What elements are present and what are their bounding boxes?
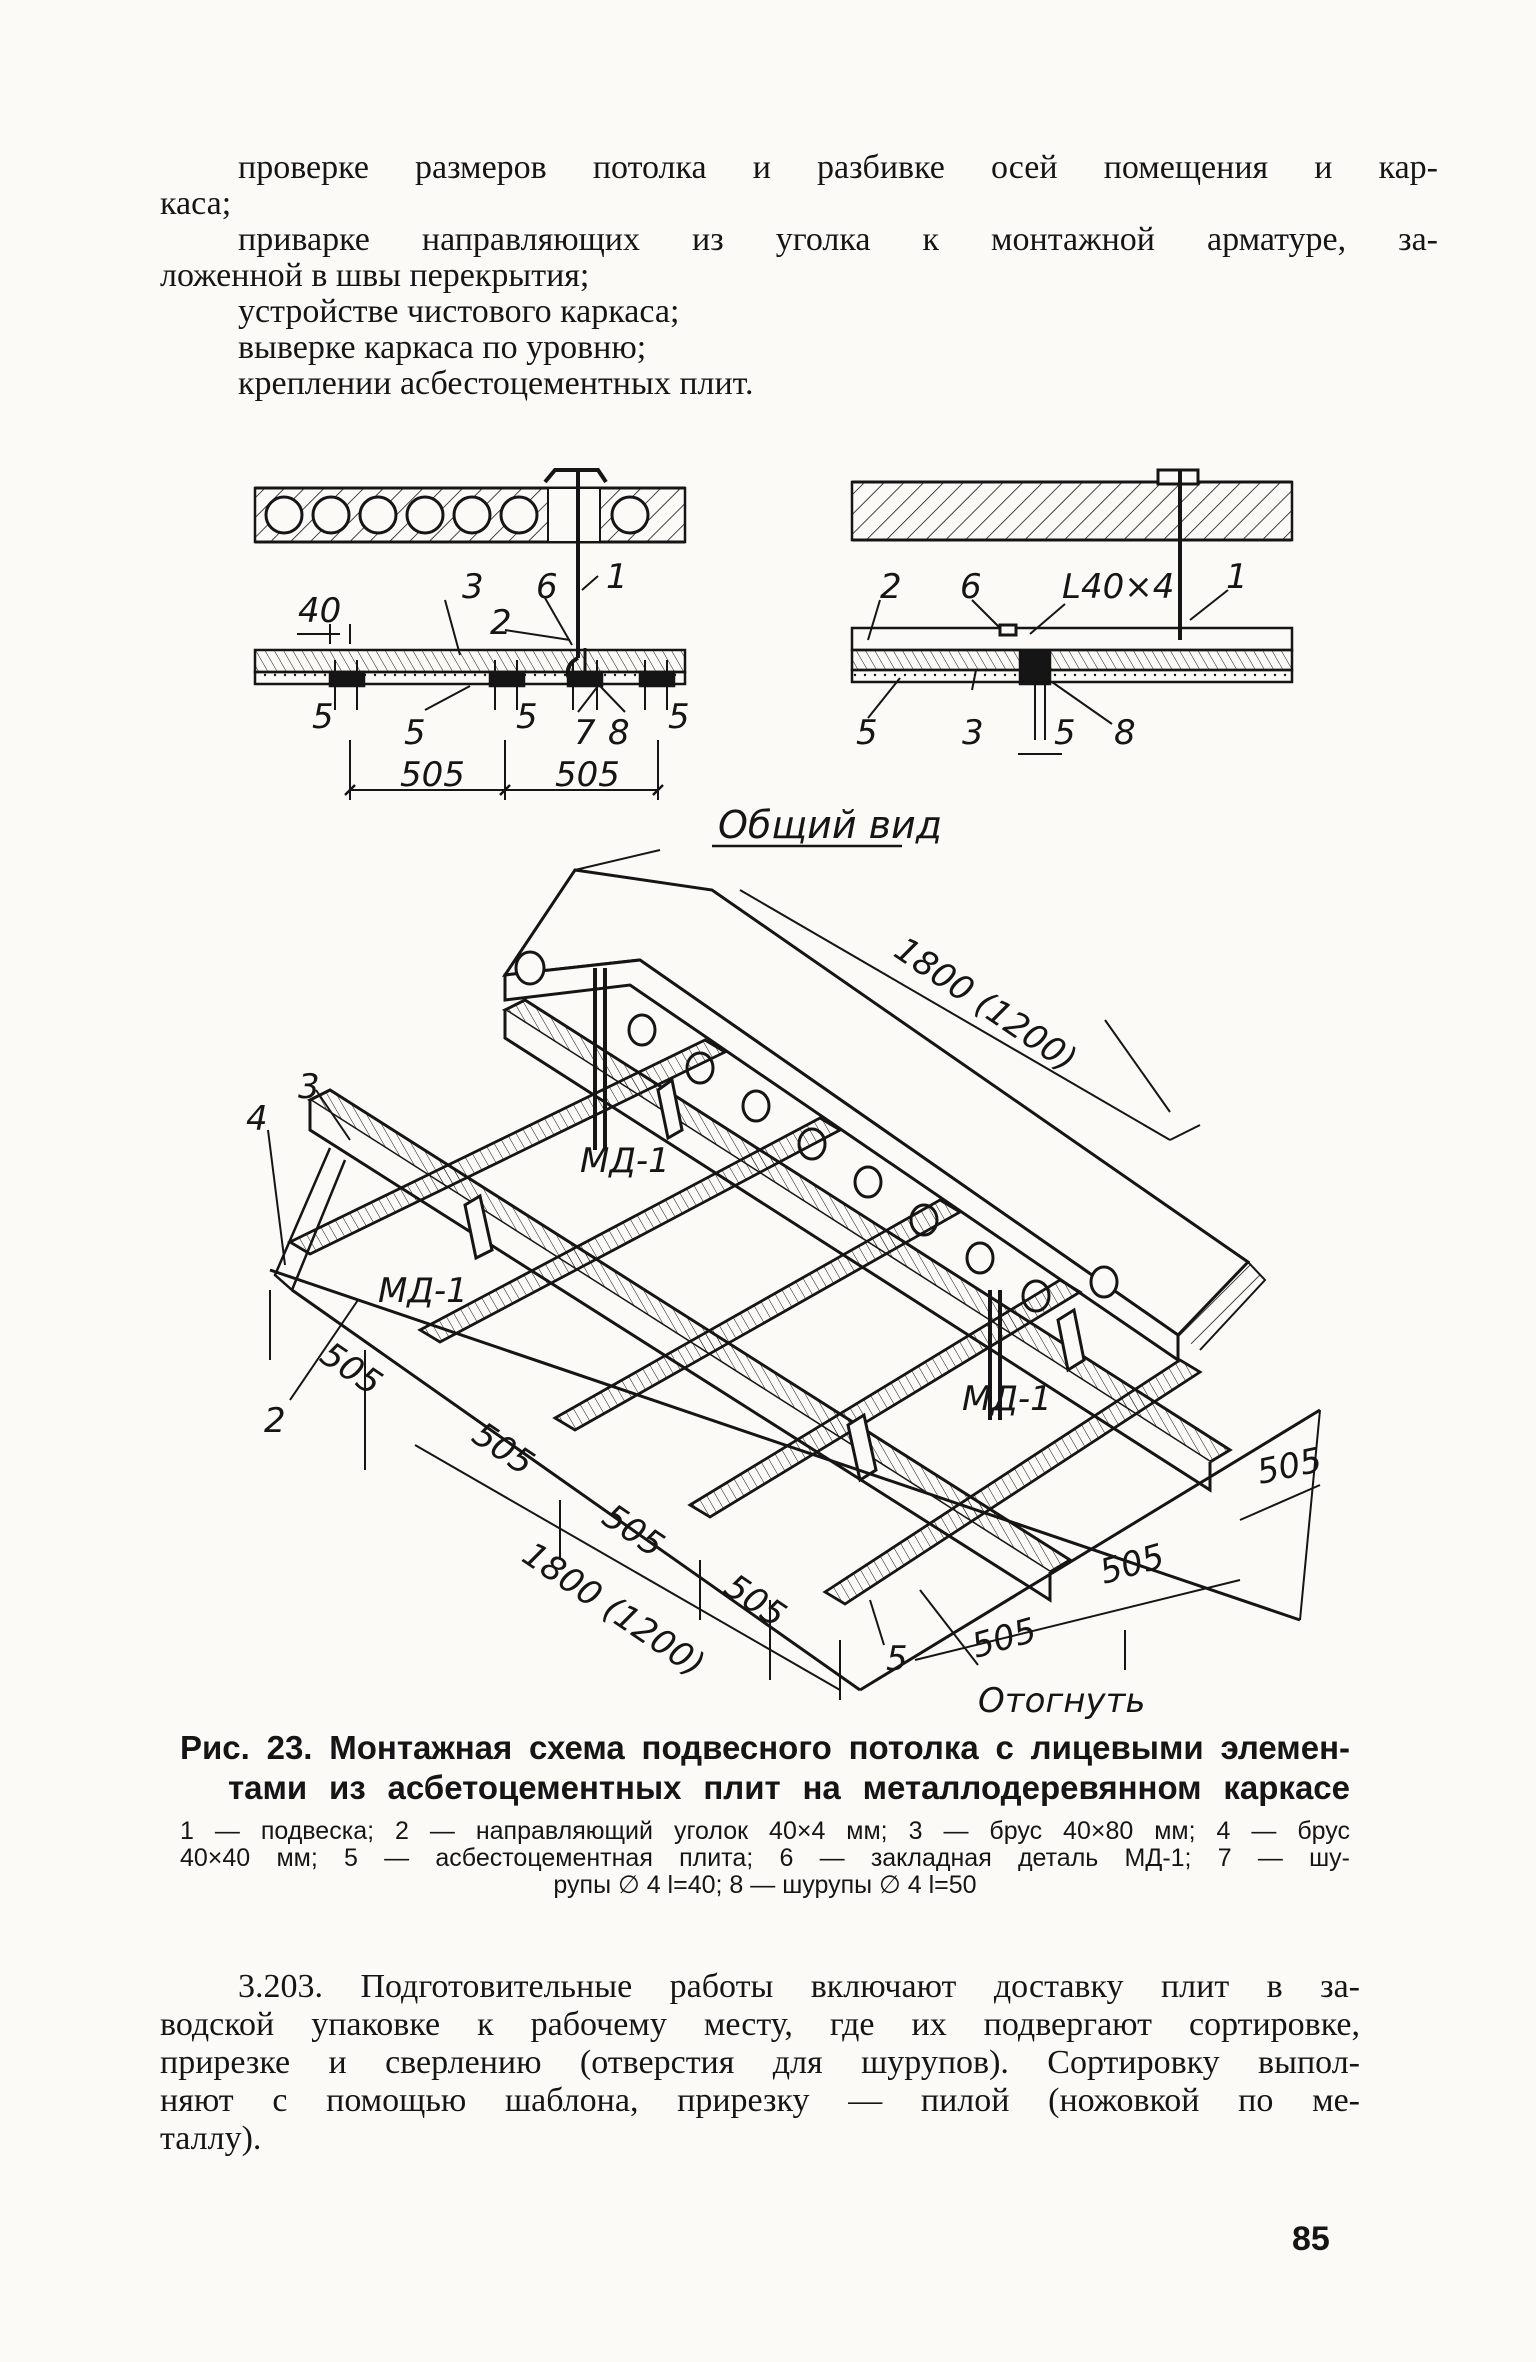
body-paragraph: 3.203. Подготовительные работы включают …: [160, 1968, 1360, 2158]
intro-line: проверке размеров потолка и разбивке осе…: [238, 149, 1438, 186]
view-title: Общий вид: [718, 803, 942, 847]
figure-caption-title: Рис. 23. Монтажная схема подвесного пото…: [180, 1728, 1350, 1808]
label-1: 1: [1226, 557, 1248, 597]
label-6: 6: [960, 567, 982, 607]
dim-1800-1200: 1800 (1200): [515, 1534, 712, 1685]
intro-line: выверке каркаса по уровню;: [238, 329, 647, 366]
label-7: 7: [574, 713, 596, 753]
label-6: 6: [536, 567, 558, 607]
dim-505: 505: [465, 1414, 541, 1483]
bend-note: Отогнуть: [978, 1681, 1145, 1721]
paragraph-line: таллу).: [160, 2120, 262, 2157]
angle-l40x4: L40×4: [1062, 567, 1174, 607]
legend-line: 40×40 мм; 5 — асбестоцементная плита; 6 …: [180, 1844, 1350, 1872]
intro-text: проверке размеров потолка и разбивке осе…: [160, 150, 1438, 402]
label-8: 8: [1114, 713, 1136, 753]
caption-line: тами из асбетоцементных плит на металлод…: [228, 1769, 1350, 1806]
label-5: 5: [886, 1639, 908, 1679]
intro-line: каса;: [160, 185, 232, 222]
label-2: 2: [490, 603, 512, 643]
label-3: 3: [462, 567, 484, 607]
label-5: 5: [668, 697, 690, 737]
dim-505: 505: [555, 755, 620, 795]
label-5: 5: [856, 713, 878, 753]
paragraph-line: прирезке и сверлению (отверстия для шуру…: [160, 2044, 1360, 2081]
dim-40: 40: [298, 591, 341, 631]
dim-505: 505: [400, 755, 465, 795]
paragraph-line: 3.203. Подготовительные работы включают …: [238, 1968, 1360, 2005]
label-5: 5: [516, 697, 538, 737]
figure-legend: 1 — подвеска; 2 — направляющий уголок 40…: [180, 1818, 1350, 1899]
legend-line: рупы ∅ 4 l=40; 8 — шурупы ∅ 4 l=50: [553, 1871, 977, 1899]
intro-line: устройстве чистового каркаса;: [238, 293, 680, 330]
isometric-view-drawing: [267, 849, 1321, 1700]
label-2: 2: [880, 567, 902, 607]
label-5: 5: [312, 697, 334, 737]
intro-line: приварке направляющих из уголка к монтаж…: [238, 221, 1438, 258]
label-1: 1: [606, 557, 628, 597]
label-md1: МД-1: [378, 1271, 468, 1311]
label-2: 2: [264, 1401, 286, 1441]
right-section-labels: 2 6 L40×4 1 5 3 5 8: [856, 557, 1248, 753]
label-4: 4: [246, 1099, 268, 1139]
dim-505: 505: [313, 1334, 389, 1403]
paragraph-line: водской упаковке к рабочему месту, где и…: [160, 2006, 1360, 2043]
dim-505: 505: [1254, 1440, 1326, 1493]
dim-505: 505: [1095, 1536, 1168, 1592]
label-3: 3: [298, 1067, 320, 1107]
legend-line: 1 — подвеска; 2 — направляющий уголок 40…: [180, 1817, 1350, 1845]
intro-line: креплении асбестоцементных плит.: [238, 365, 754, 402]
label-8: 8: [608, 713, 630, 753]
left-section-drawing: [253, 468, 687, 800]
paragraph-line: няют с помощью шаблона, прирезку — пилой…: [160, 2082, 1360, 2119]
label-5: 5: [404, 713, 426, 753]
label-md1: МД-1: [580, 1141, 670, 1181]
intro-line: ложенной в швы перекрытия;: [160, 257, 590, 294]
left-section-labels: 40 3 6 1 2 5 5 5 7 8 5 505 505: [298, 557, 690, 795]
right-section-drawing: [850, 468, 1294, 755]
caption-line: Рис. 23. Монтажная схема подвесного пото…: [180, 1729, 1350, 1766]
label-md1: МД-1: [962, 1379, 1052, 1419]
label-5: 5: [1054, 713, 1076, 753]
label-3: 3: [962, 713, 984, 753]
page-number: 85: [1292, 2220, 1330, 2258]
